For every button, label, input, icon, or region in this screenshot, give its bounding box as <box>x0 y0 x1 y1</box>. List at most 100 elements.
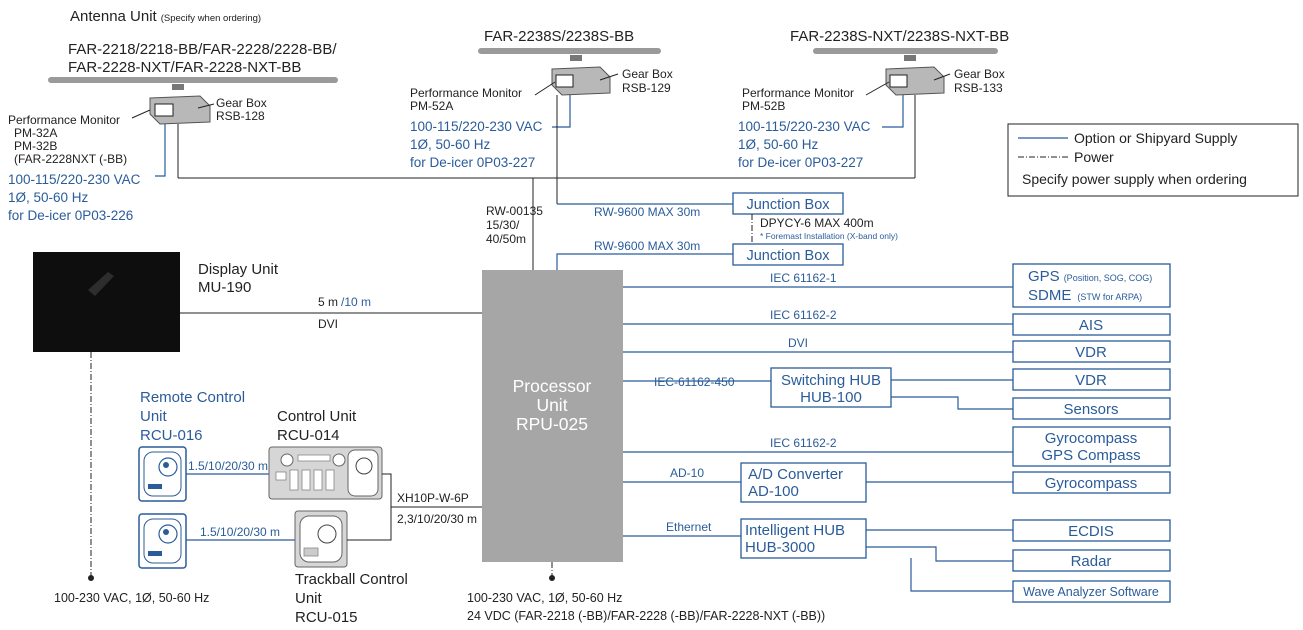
rcu015-label-3: RCU-015 <box>295 609 358 626</box>
rcu015-label-1: Trackball Control <box>295 571 408 588</box>
ad-converter-label-2: AD-100 <box>748 483 799 500</box>
right-antenna-model: FAR-2238S-NXT/2238S-NXT-BB <box>790 28 1009 45</box>
right-deicer-power-1: 100-115/220-230 VAC <box>738 119 871 134</box>
display-power: 100-230 VAC, 1Ø, 50-60 Hz <box>54 591 209 605</box>
legend-option-label: Option or Shipyard Supply <box>1074 130 1237 146</box>
middle-deicer-power-2: 1Ø, 50-60 Hz <box>410 137 491 152</box>
wave-analyzer-label: Wave Analyzer Software <box>1023 585 1159 599</box>
radar-box <box>1012 549 1171 572</box>
rw00135-line3: 40/50m <box>486 232 526 246</box>
ad10-label: AD-10 <box>670 466 704 480</box>
middle-gear-box-icon <box>551 55 611 96</box>
wave-analyzer-box <box>1012 580 1171 603</box>
radar-label: Radar <box>1071 553 1112 570</box>
sensors-box <box>1012 397 1171 420</box>
left-monitor-label: Performance Monitor <box>8 113 120 127</box>
processor-unit <box>482 270 623 562</box>
rcu016-label-2: Unit <box>140 408 168 425</box>
gyro-gps-label-2: GPS Compass <box>1041 447 1140 464</box>
junction-box-bottom-label: Junction Box <box>746 248 830 264</box>
right-deicer-power-3: for De-icer 0P03-227 <box>738 155 863 170</box>
control-unit-keyboard-icon <box>268 446 383 500</box>
gyro-gps-box <box>1012 426 1171 467</box>
ais-box <box>1012 313 1171 336</box>
processor-power-1: 100-230 VAC, 1Ø, 50-60 Hz <box>467 591 622 605</box>
intelligent-hub-label-1: Intelligent HUB <box>745 522 845 539</box>
control-cable-type: XH10P-W-6P <box>397 491 469 505</box>
sensors-label: Sensors <box>1063 401 1118 418</box>
remote-control-icon <box>138 446 187 502</box>
junction-link-note: * Foremast Installation (X-band only) <box>760 231 898 241</box>
rcu016-label-1: Remote Control <box>140 389 245 406</box>
middle-gearbox-model: RSB-129 <box>622 81 671 95</box>
processor-label-3: RPU-025 <box>516 414 588 434</box>
junction-box-bottom <box>732 243 844 266</box>
right-gearbox-label: Gear Box <box>954 67 1005 81</box>
left-antenna-radiator <box>48 77 338 83</box>
processor-label-1: Processor <box>513 376 592 396</box>
control-cable-length: 2,3/10/20/30 m <box>397 512 477 526</box>
ad-converter-label-1: A/D Converter <box>748 466 843 483</box>
vdr-box-1 <box>1012 340 1171 363</box>
intelligent-hub-box <box>740 518 867 559</box>
right-monitor-model: PM-52B <box>742 99 785 113</box>
iec450-label: IEC-61162-450 <box>654 375 735 389</box>
junction-cable-top: RW-9600 MAX 30m <box>594 205 700 219</box>
processor-power-dot <box>549 575 555 581</box>
gyrocompass-box <box>1012 471 1171 494</box>
iec2a-label: IEC 61162-2 <box>770 308 837 322</box>
rcu016-cable: 1.5/10/20/30 m <box>188 459 268 473</box>
ecdis-box <box>1012 519 1171 542</box>
rcu016-label-3: RCU-016 <box>140 427 203 444</box>
ais-label: AIS <box>1079 317 1103 334</box>
display-power-dot <box>88 575 94 581</box>
iec1-label: IEC 61162-1 <box>770 271 837 285</box>
intelligent-hub-label-2: HUB-3000 <box>745 539 815 556</box>
processor-label-2: Unit <box>536 395 567 415</box>
rcu015-label-2: Unit <box>295 590 323 607</box>
middle-deicer-power-1: 100-115/220-230 VAC <box>410 119 543 134</box>
middle-antenna-model: FAR-2238S/2238S-BB <box>484 28 634 45</box>
gyro-gps-label-1: Gyrocompass <box>1045 430 1138 447</box>
vdr-box-2 <box>1012 368 1171 391</box>
ad-converter-box <box>740 462 867 503</box>
remote-control-icon-2 <box>138 513 187 569</box>
switching-hub-box <box>770 367 892 408</box>
middle-gearbox-label: Gear Box <box>622 67 673 81</box>
switching-hub-label-2: HUB-100 <box>800 389 862 406</box>
left-monitor-model-2: PM-32B <box>14 139 57 153</box>
sdme-label: SDME(STW for ARPA) <box>1028 287 1142 304</box>
middle-deicer-power-3: for De-icer 0P03-227 <box>410 155 535 170</box>
middle-monitor-label: Performance Monitor <box>410 86 522 100</box>
rw00135-line2: 15/30/ <box>486 218 520 232</box>
gps-label: GPS(Position, SOG, COG) <box>1028 268 1152 285</box>
rw00135-line1: RW-00135 <box>486 204 543 218</box>
display-cable-length: 5 m/10 m <box>318 295 371 309</box>
junction-cable-bottom: RW-9600 MAX 30m <box>594 239 700 253</box>
trackball-control-icon <box>294 510 348 568</box>
gyrocompass-label: Gyrocompass <box>1045 475 1138 492</box>
rcu015-cable: 1.5/10/20/30 m <box>200 525 280 539</box>
right-gear-box-icon <box>885 55 945 96</box>
rcu014-label-1: Control Unit <box>277 408 357 425</box>
legend-power-label: Power <box>1074 149 1114 165</box>
left-deicer-power-2: 1Ø, 50-60 Hz <box>8 190 89 205</box>
right-gearbox-model: RSB-133 <box>954 81 1003 95</box>
display-label: Display Unit <box>198 261 279 278</box>
left-gearbox-label: Gear Box <box>216 96 267 110</box>
iec2b-label: IEC 61162-2 <box>770 436 837 450</box>
junction-box-top <box>732 192 844 215</box>
middle-antenna-radiator <box>478 48 661 54</box>
left-deicer-power-3: for De-icer 0P03-226 <box>8 208 133 223</box>
legend-box <box>1007 123 1299 197</box>
right-monitor-label: Performance Monitor <box>742 86 854 100</box>
dvi-output-label: DVI <box>788 336 808 350</box>
display-model: MU-190 <box>198 279 251 296</box>
display-cable-type: DVI <box>318 317 338 331</box>
rcu014-label-2: RCU-014 <box>277 427 340 444</box>
vdr-label-1: VDR <box>1075 344 1107 361</box>
left-gear-box-icon <box>149 84 211 125</box>
left-antenna-model-line1: FAR-2218/2218-BB/FAR-2228/2228-BB/ <box>68 41 337 58</box>
left-gearbox-model: RSB-128 <box>216 109 265 123</box>
